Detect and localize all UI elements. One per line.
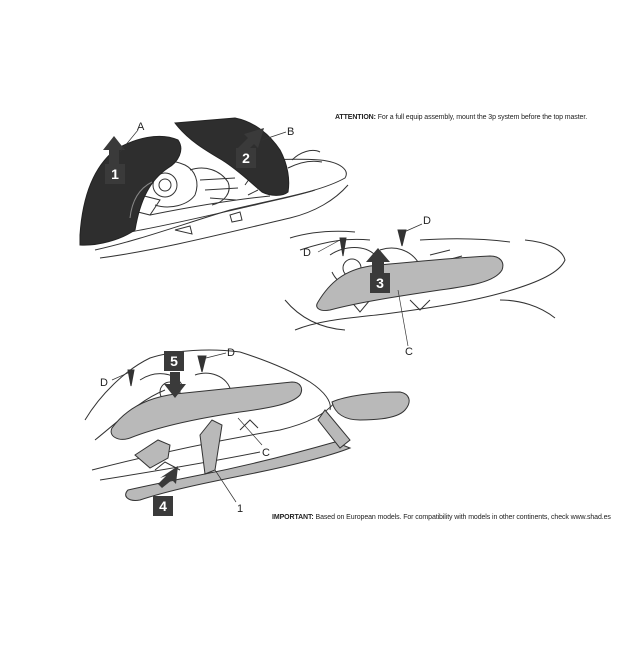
step-5-number: 5 — [170, 353, 178, 369]
label-c: C — [262, 447, 270, 459]
step-5-box — [164, 351, 184, 371]
step-1-number: 1 — [111, 166, 119, 182]
panel-3-labels: D D C 1 — [100, 347, 270, 515]
step-4-number: 4 — [159, 498, 167, 514]
panel-3-rack-assembly — [84, 349, 410, 501]
step-5: 5 — [164, 351, 186, 398]
attention-note: ATTENTION: For a full equip assembly, mo… — [335, 114, 587, 121]
label-1: 1 — [237, 503, 243, 515]
diagonal-arrow-icon — [238, 128, 264, 154]
important-note: IMPORTANT: Based on European models. For… — [272, 514, 611, 521]
step-2-box — [236, 148, 256, 168]
part-label-b: B — [261, 126, 294, 141]
part-label-a: A — [119, 121, 145, 153]
important-text: Based on European models. For compatibil… — [315, 514, 611, 521]
step-1-box — [105, 164, 125, 184]
label-c: C — [405, 346, 413, 358]
step-3: 3 — [366, 248, 390, 293]
step-4-box — [153, 496, 173, 516]
diagonal-arrow-icon — [158, 466, 178, 488]
step-2-number: 2 — [242, 150, 250, 166]
step-3-box — [370, 273, 390, 293]
attention-label: ATTENTION: — [335, 114, 376, 121]
label-d-left: D — [100, 377, 108, 389]
panel-2-plate-fitting — [284, 229, 566, 331]
step-1: 1 — [103, 136, 125, 184]
step-3-number: 3 — [376, 275, 384, 291]
up-arrow-icon — [103, 136, 125, 164]
label-a: A — [137, 121, 145, 133]
panel-1-seat-removal — [79, 117, 349, 259]
panel-2-labels: D D C — [303, 215, 431, 358]
label-d-left: D — [303, 247, 311, 259]
attention-text: For a full equip assembly, mount the 3p … — [377, 114, 588, 121]
step-2: 2 — [236, 128, 264, 168]
label-d-right: D — [227, 347, 235, 359]
up-arrow-icon — [366, 248, 390, 274]
label-b: B — [287, 126, 294, 138]
label-d-right: D — [423, 215, 431, 227]
step-4: 4 — [153, 466, 178, 516]
important-label: IMPORTANT: — [272, 514, 314, 521]
down-arrow-icon — [164, 372, 186, 398]
